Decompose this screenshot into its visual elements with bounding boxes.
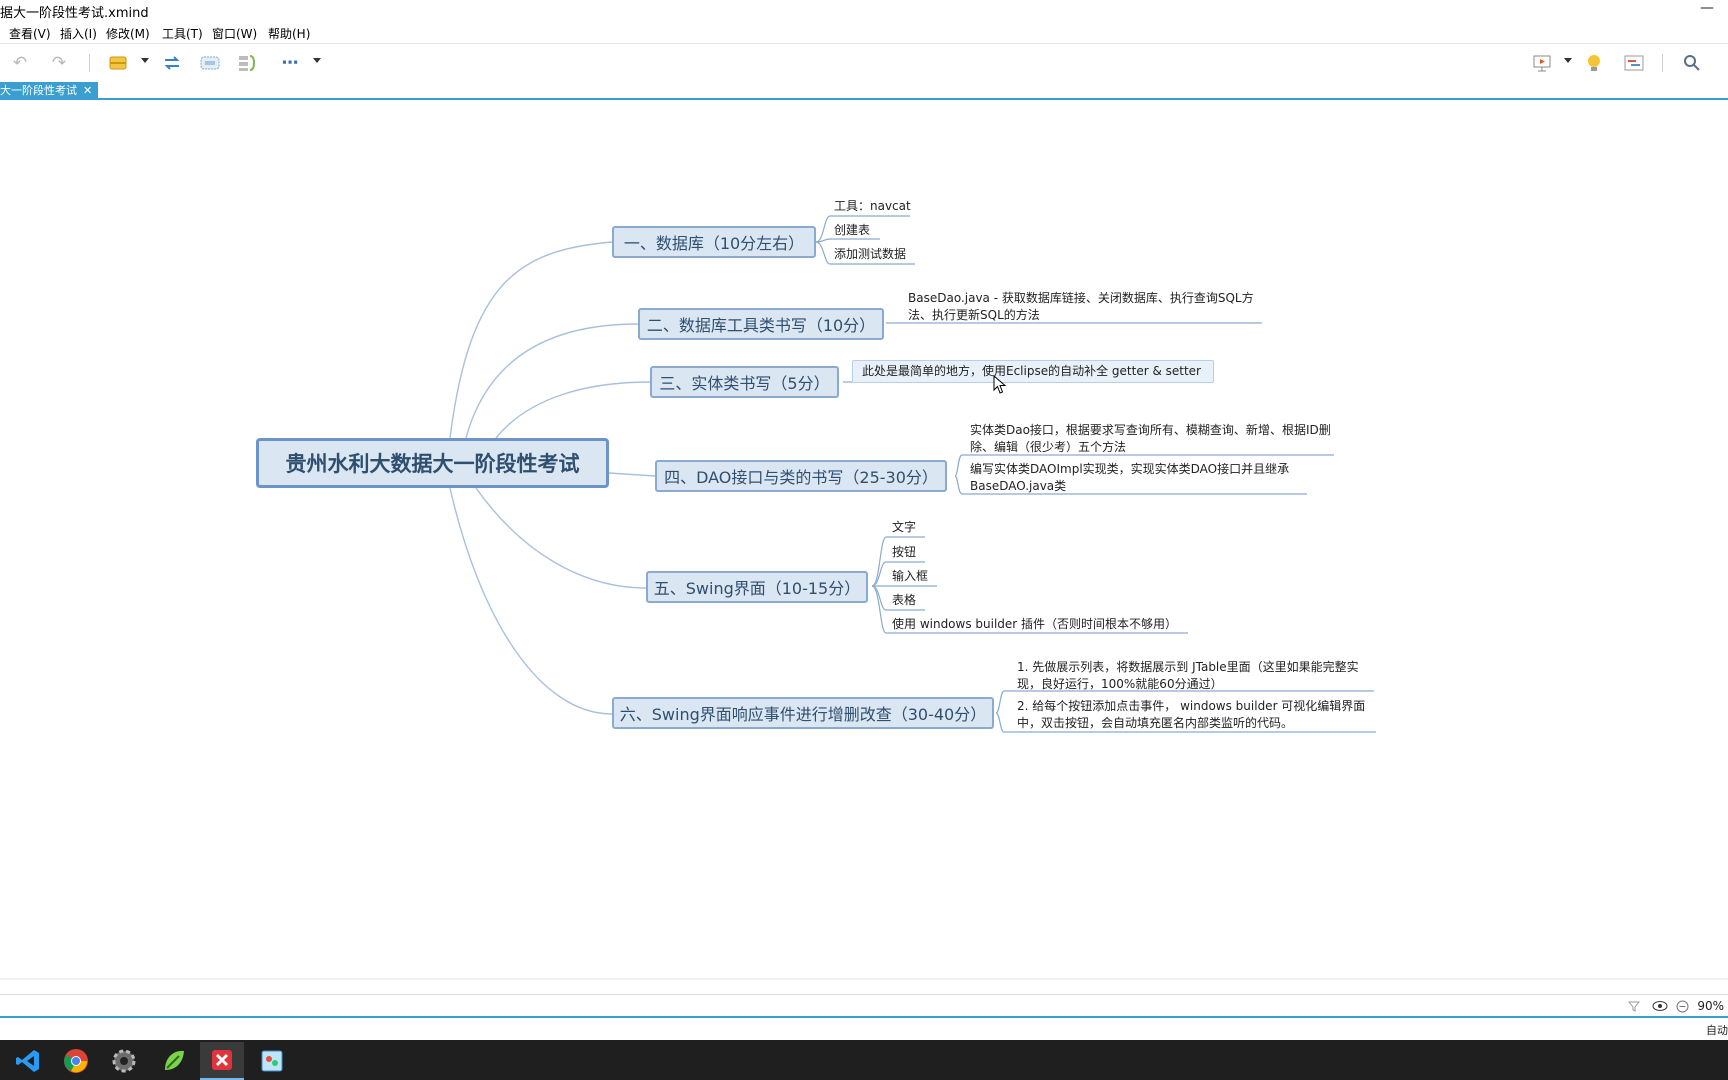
connector-4-1 <box>954 454 1334 477</box>
toolbar-separator <box>1662 54 1663 72</box>
template-icon[interactable] <box>106 52 130 74</box>
more-icon[interactable]: ⋯ <box>281 53 299 73</box>
menu-bar: 查看(V) 插入(I) 修改(M) 工具(T) 窗口(W) 帮助(H) <box>0 22 1728 44</box>
vscode-icon[interactable] <box>6 1042 50 1080</box>
topic-db-util-class[interactable]: 二、数据库工具类书写（10分） <box>638 308 884 340</box>
gantt-icon[interactable] <box>1622 52 1646 74</box>
connector-branch-3 <box>495 381 651 439</box>
status-bar-secondary: 自动 <box>0 1018 1728 1040</box>
filter-icon[interactable] <box>1628 1000 1640 1012</box>
menu-tools[interactable]: 工具(T) <box>162 27 203 41</box>
undo-icon[interactable]: ↶ <box>12 53 28 73</box>
subtopic-dao-interface[interactable]: 实体类Dao接口，根据要求写查询所有、模糊查询、新增、根据ID删除、编辑（很少考… <box>970 423 1331 454</box>
connector-1-3 <box>815 241 915 265</box>
subtopic-dao-impl[interactable]: 编写实体类DAOImpl实现类，实现实体类DAO接口并且继承BaseDAO.ja… <box>970 462 1290 493</box>
menu-insert[interactable]: 插入(I) <box>60 27 97 41</box>
subtopic-add-test-data[interactable]: 添加测试数据 <box>834 247 907 261</box>
topic-dao[interactable]: 四、DAO接口与类的书写（25-30分） <box>655 460 947 492</box>
redo-icon[interactable]: ↷ <box>51 53 67 73</box>
tab-document-label: 大一阶段性考试 <box>0 84 77 97</box>
template-dropdown-caret[interactable] <box>141 58 149 63</box>
connector-6-2 <box>995 712 1376 733</box>
connector-1-1 <box>815 215 910 243</box>
subtopic-table[interactable]: 表格 <box>892 593 917 607</box>
paint-icon[interactable] <box>250 1042 294 1080</box>
subtopic-click-events[interactable]: 2. 给每个按钮添加点击事件， windows builder 可视化编辑界面中… <box>1017 699 1366 730</box>
window-title: 据大一阶段性考试.xmind <box>0 6 149 21</box>
status-text: 自动 <box>1706 1024 1728 1037</box>
boundary-icon[interactable] <box>198 52 222 74</box>
connector-branch-5 <box>475 487 647 589</box>
tab-close-icon[interactable]: ✕ <box>83 84 93 97</box>
zoom-out-icon[interactable] <box>1676 1000 1689 1013</box>
menu-window[interactable]: 窗口(W) <box>212 27 258 41</box>
presentation-icon[interactable] <box>1530 52 1554 74</box>
menu-help[interactable]: 帮助(H) <box>268 27 311 41</box>
connector-branch-2 <box>465 323 639 439</box>
connector-branch-4 <box>608 472 656 477</box>
connector-5-5 <box>871 585 1188 634</box>
connector-5-1 <box>871 536 925 587</box>
topic-entity-class[interactable]: 三、实体类书写（5分） <box>650 366 839 398</box>
relationship-icon[interactable] <box>160 52 184 74</box>
tab-document[interactable]: 大一阶段性考试 ✕ <box>0 82 99 99</box>
mindmap-connectors <box>449 215 1376 733</box>
subtopic-input[interactable]: 输入框 <box>892 569 929 583</box>
xmind-icon[interactable] <box>200 1042 244 1080</box>
connector-branch-6 <box>449 487 613 715</box>
status-bar: 90% <box>0 994 1728 1018</box>
more-dropdown-caret[interactable] <box>313 58 321 63</box>
topic-database[interactable]: 一、数据库（10分左右） <box>612 226 816 258</box>
menu-view[interactable]: 查看(V) <box>9 27 51 41</box>
taskbar <box>0 1040 1728 1080</box>
mindmap-canvas[interactable]: 贵州水利大数据大一阶段性考试 一、数据库（10分左右） 二、数据库工具类书写（1… <box>0 100 1728 980</box>
toolbar-separator <box>89 54 90 72</box>
connector-6-1 <box>995 690 1374 714</box>
subtopic-show-list[interactable]: 1. 先做展示列表，将数据展示到 JTable里面（这里如果能完整实现，良好运行… <box>1017 660 1359 691</box>
topic-swing-ui[interactable]: 五、Swing界面（10-15分） <box>646 571 868 603</box>
subtopic-getter-setter[interactable]: 此处是最简单的地方，使用Eclipse的自动补全 getter & setter <box>852 360 1214 383</box>
summary-icon[interactable] <box>236 52 260 74</box>
connector-4-2 <box>954 475 1307 495</box>
zoom-level[interactable]: 90% <box>1697 999 1724 1013</box>
mouse-cursor-icon <box>993 375 1007 394</box>
editor-tab-strip: 大一阶段性考试 ✕ <box>0 82 1728 100</box>
subtopic-tool-navcat[interactable]: 工具：navcat <box>834 199 911 213</box>
eye-icon[interactable] <box>1652 1000 1668 1012</box>
presentation-dropdown-caret[interactable] <box>1564 58 1572 63</box>
chrome-icon[interactable] <box>54 1042 98 1080</box>
central-topic[interactable]: 贵州水利大数据大一阶段性考试 <box>256 438 609 488</box>
minimize-button[interactable]: — <box>1700 0 1714 16</box>
idea-icon[interactable] <box>1582 52 1606 74</box>
horizontal-scrollbar[interactable] <box>0 978 1728 980</box>
settings-icon[interactable] <box>102 1042 146 1080</box>
connector-branch-1 <box>449 241 613 439</box>
subtopic-windows-builder[interactable]: 使用 windows builder 插件（否则时间根本不够用） <box>892 617 1178 631</box>
topic-swing-events[interactable]: 六、Swing界面响应事件进行增删改查（30-40分） <box>612 697 994 729</box>
subtopic-button[interactable]: 按钮 <box>892 545 917 559</box>
search-icon[interactable] <box>1680 52 1704 74</box>
subtopic-basedao[interactable]: BaseDao.java - 获取数据库链接、关闭数据库、执行查询SQL方法、执… <box>908 291 1254 322</box>
green-app-icon[interactable] <box>152 1042 196 1080</box>
subtopic-text[interactable]: 文字 <box>892 520 917 534</box>
subtopic-create-table[interactable]: 创建表 <box>834 223 871 237</box>
connector-1-2 <box>815 238 880 243</box>
title-bar: 据大一阶段性考试.xmind — <box>0 0 1728 22</box>
connector-5-2 <box>871 561 925 587</box>
menu-modify[interactable]: 修改(M) <box>106 27 150 41</box>
toolbar: ↶ ↷ ⋯ <box>0 44 1728 82</box>
